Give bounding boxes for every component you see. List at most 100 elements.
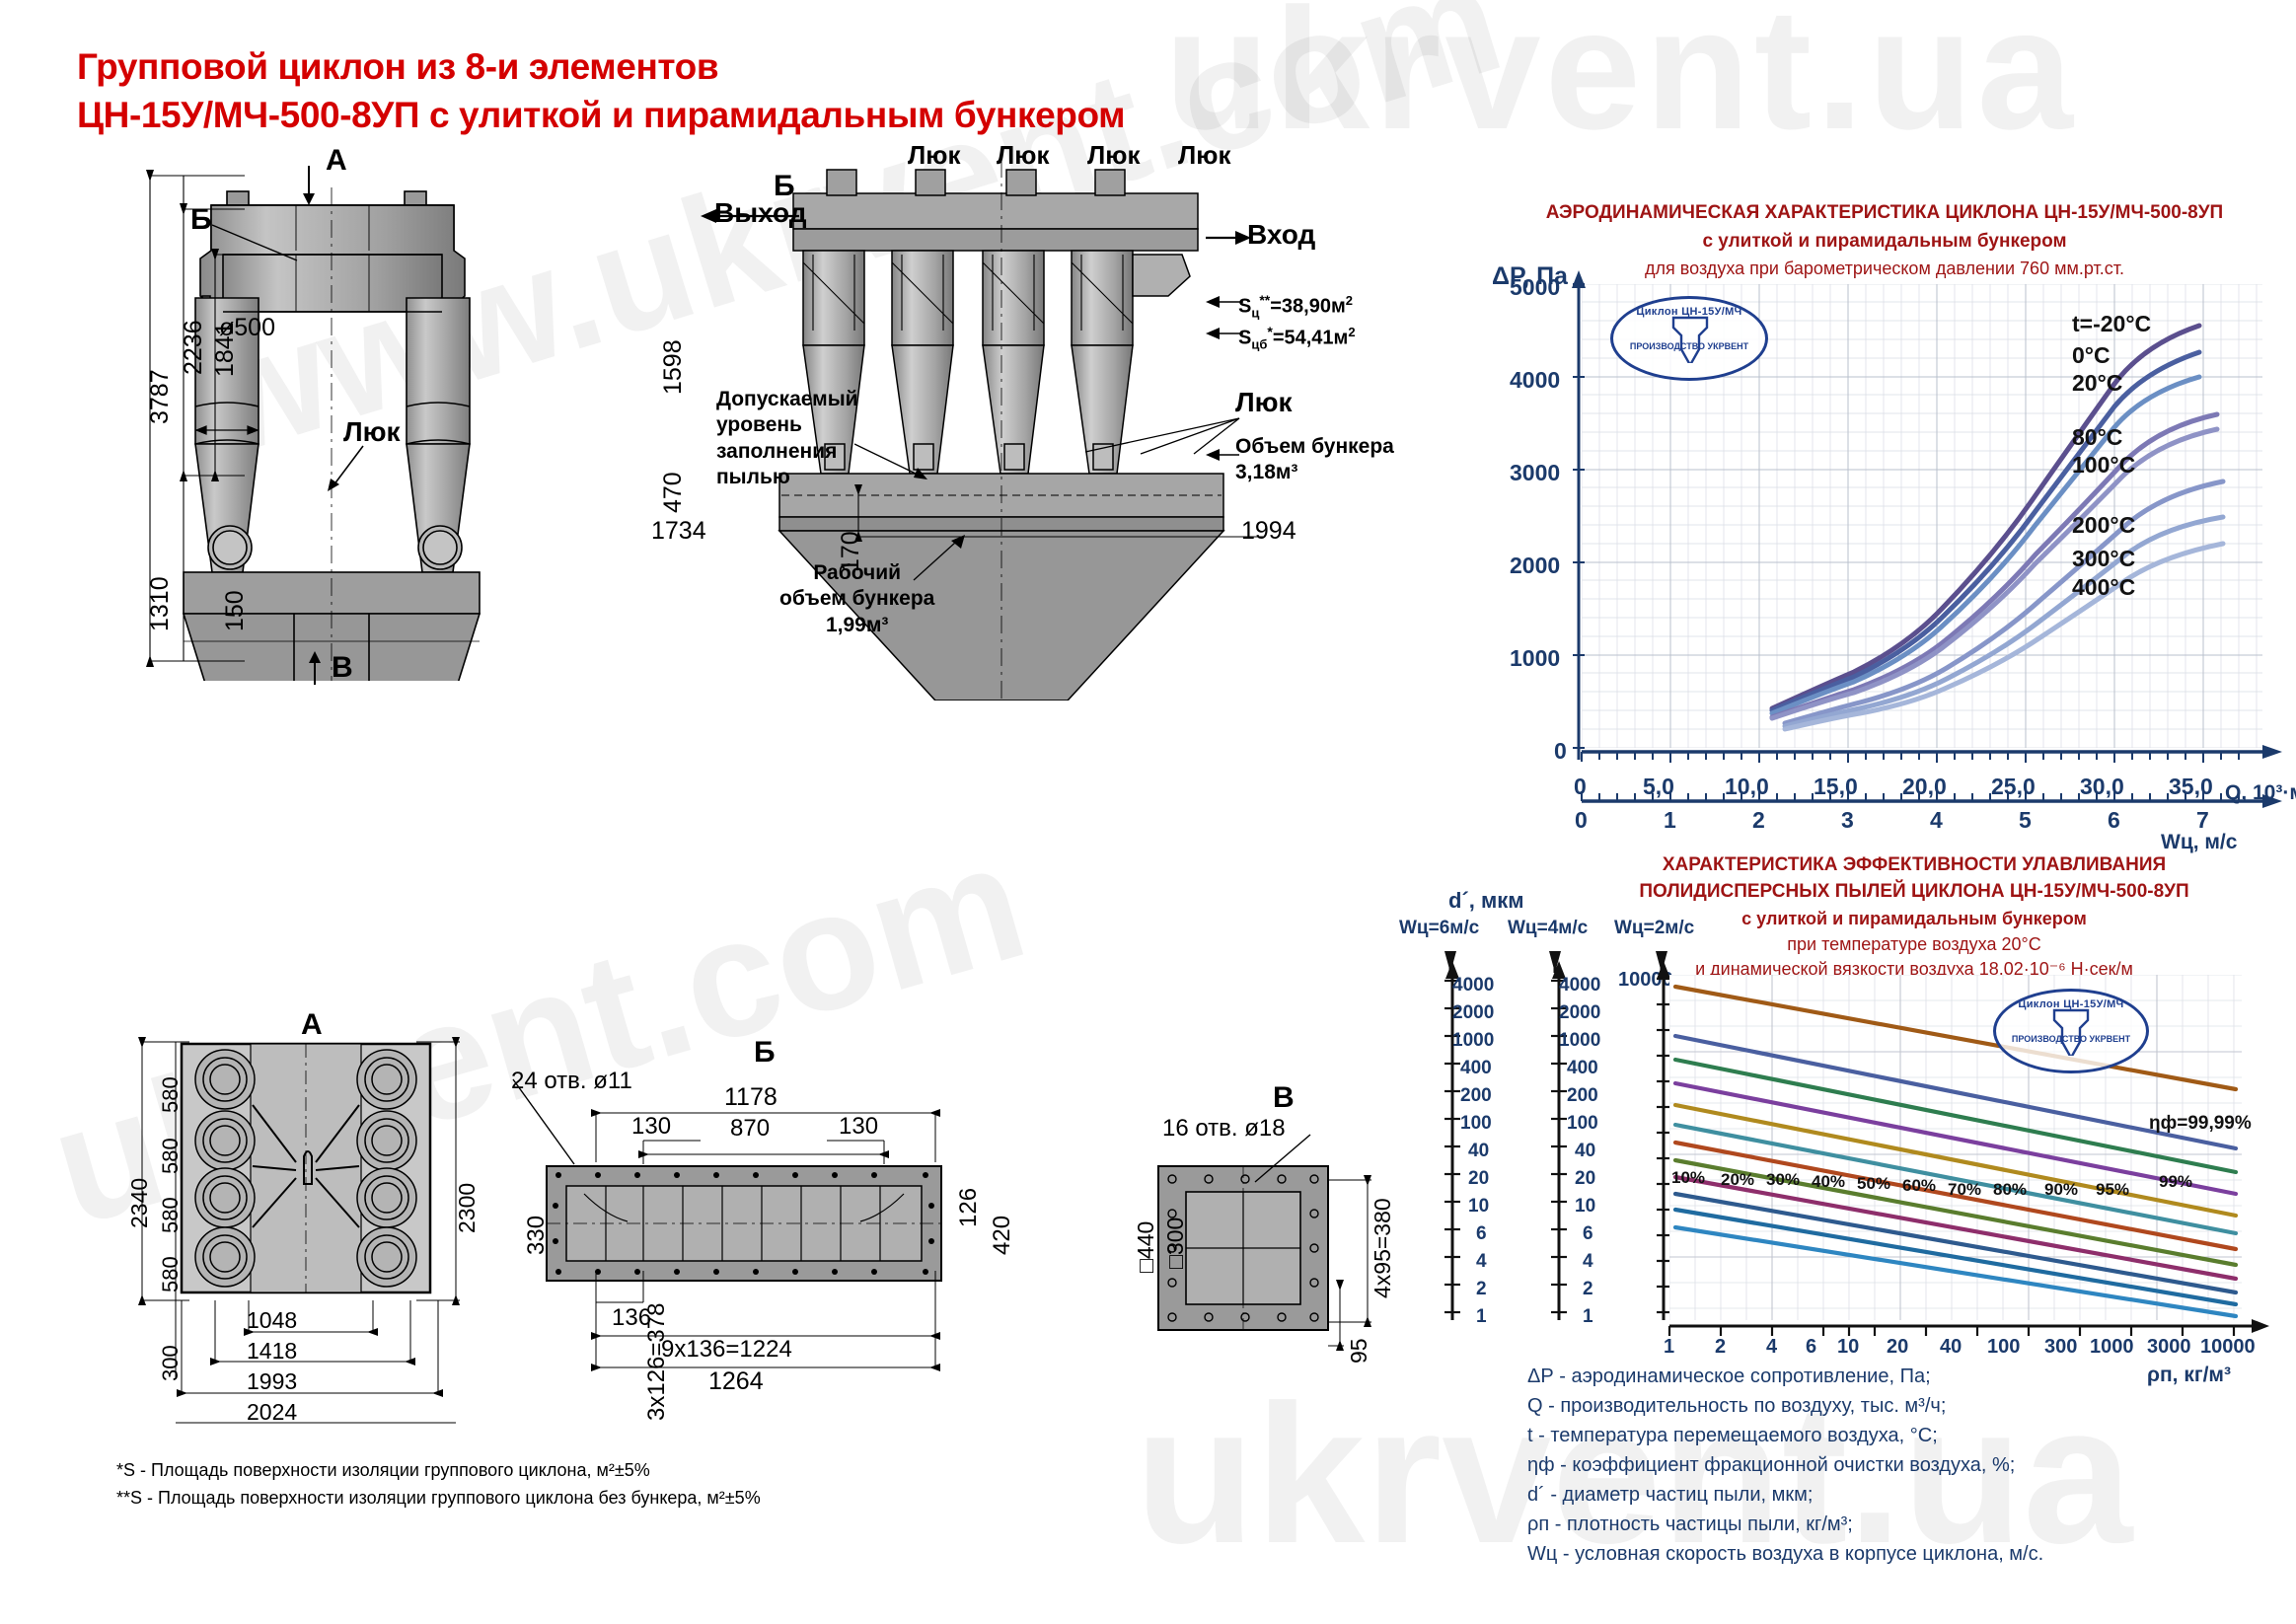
chart-top-header-3: для воздуха при барометрическом давлении…	[1645, 258, 2124, 278]
view-a-drawing	[178, 1040, 434, 1296]
outlet-label: Выход	[714, 197, 807, 228]
xtick-q-15: 15,0	[1814, 774, 1858, 799]
eff-label-40: 40%	[1812, 1172, 1846, 1191]
xtick-w-2: 2	[1752, 807, 1765, 833]
ytick-0: 0	[1554, 738, 1567, 764]
company-stamp-top: Циклон ЦН-15У/МЧ ПРОИЗВОДСТВО УКРВЕНТ	[1610, 296, 1768, 381]
stamp-bottom-text: ПРОИЗВОДСТВО УКРВЕНТ	[1629, 341, 1749, 351]
eff-label-80: 80%	[1993, 1180, 2028, 1199]
bot-y1-200: 200	[1460, 1085, 1492, 1106]
bot-y1-100: 100	[1460, 1113, 1492, 1134]
ytick-3000: 3000	[1510, 460, 1561, 485]
bot-y2-4000: 4000	[1559, 975, 1601, 996]
area-sub-2: цб	[1251, 336, 1268, 352]
curve-label-0: 0°C	[2072, 342, 2111, 368]
xtick-q-0: 0	[1574, 774, 1587, 799]
xtick-q-10: 10,0	[1725, 774, 1769, 799]
bot-y2-1: 1	[1583, 1306, 1593, 1327]
dim-1264: 1264	[708, 1367, 764, 1395]
hatch-label-4: Люк	[1178, 140, 1231, 170]
ytick-4000: 4000	[1510, 367, 1561, 393]
bot-x-4: 4	[1766, 1336, 1778, 1358]
bot-x-40: 40	[1940, 1336, 1963, 1358]
dim-d500: ø500	[219, 314, 275, 341]
eff-label-30: 30%	[1766, 1170, 1801, 1189]
bot-x-20: 20	[1887, 1336, 1909, 1358]
xtick-w-7: 7	[2196, 807, 2209, 833]
bot-x-6: 6	[1806, 1336, 1817, 1358]
eff-label-99: 99%	[2159, 1172, 2193, 1191]
view-mark-v-front: В	[332, 651, 353, 684]
bot-y2-6: 6	[1583, 1223, 1593, 1244]
dim-9x136: 9х136=1224	[661, 1336, 792, 1363]
xtick-w-0: 0	[1575, 807, 1588, 833]
bot-x-100: 100	[1987, 1336, 2021, 1358]
bot-y1-2000: 2000	[1452, 1002, 1495, 1023]
dim-1418: 1418	[247, 1338, 298, 1364]
legend-block: ΔР - аэродинамическое сопротивление, Па;…	[1527, 1366, 2277, 1566]
company-stamp-bottom: Циклон ЦН-15У/МЧ ПРОИЗВОДСТВО УКРВЕНТ	[1993, 989, 2149, 1073]
chart-bottom-xlabel: ρп, кг/м³	[2147, 1364, 2231, 1386]
legend-item-5: ρп - плотность частицы пыли, кг/м³;	[1527, 1513, 1853, 1535]
bot-y2-2000: 2000	[1559, 1002, 1601, 1023]
chart-top-header-2: с улиткой и пирамидальным бункером	[1702, 231, 2067, 252]
hatch-label-front: Люк	[343, 416, 401, 447]
chart-bottom-header-1: ХАРАКТЕРИСТИКА ЭФФЕКТИВНОСТИ УЛАВЛИВАНИЯ	[1662, 854, 2167, 875]
legend-item-2: t - температура перемещаемого воздуха, °…	[1527, 1425, 1938, 1446]
dim-440: □440	[1133, 1220, 1158, 1273]
eff-label-95: 95%	[2096, 1180, 2130, 1199]
view-b-title: Б	[754, 1036, 776, 1069]
hopper-volume-title: Объем бункера	[1235, 435, 1394, 458]
view-v-drawing	[1156, 1164, 1330, 1332]
dim-1734: 1734	[651, 517, 706, 545]
dim-130-right: 130	[839, 1113, 879, 1140]
bot-x-1000: 1000	[2090, 1336, 2134, 1358]
xtick-w-5: 5	[2019, 807, 2032, 833]
bot-x-3000: 3000	[2147, 1336, 2191, 1358]
area-insulated-no-hopper: Sц**=38,90м2	[1238, 292, 1354, 321]
hopper-volume-note: Объем бункера 3,18м³	[1235, 434, 1394, 486]
dim-1993: 1993	[247, 1368, 298, 1394]
hatch-label-section: Люк	[1235, 387, 1293, 417]
chart-top-header-1: АЭРОДИНАМИЧЕСКАЯ ХАРАКТЕРИСТИКА ЦИКЛОНА …	[1545, 202, 2224, 223]
bot-y1-2: 2	[1476, 1279, 1487, 1299]
area-val-2: =54,41м	[1272, 327, 1349, 349]
view-b-drawing	[545, 1164, 943, 1283]
inlet-label: Вход	[1247, 219, 1316, 250]
view-v-title: В	[1273, 1081, 1295, 1114]
bot-y1-400: 400	[1460, 1058, 1492, 1078]
bot-y2-20: 20	[1575, 1168, 1596, 1189]
view-b-holes: 24 отв. ø11	[511, 1068, 632, 1094]
area-sup-2: *	[1267, 324, 1273, 339]
speed-label-2: Wц=2м/с	[1614, 918, 1695, 938]
section-view-drawing	[770, 148, 1441, 701]
bot-y1-4000: 4000	[1452, 975, 1495, 996]
hatch-label-1: Люк	[908, 140, 961, 170]
area-sym-1: S	[1238, 295, 1252, 318]
chart-bottom-plot	[1669, 975, 2242, 1320]
xtick-q-20: 20,0	[1902, 774, 1947, 799]
curve-label-t-20: t=-20°C	[2072, 311, 2152, 336]
dim-470: 470	[659, 472, 687, 513]
bot-x-10000: 10000	[2200, 1336, 2256, 1358]
view-mark-a-front: А	[326, 144, 347, 177]
xtick-w-3: 3	[1841, 807, 1854, 833]
xtick-q-35: 35,0	[2169, 774, 2213, 799]
curve-label-100: 100°C	[2072, 452, 2136, 478]
legend-item-4: d´ - диаметр частиц пыли, мкм;	[1527, 1484, 1814, 1506]
area-insulated-full: Sцб*=54,41м2	[1238, 324, 1356, 352]
bot-x-300: 300	[2044, 1336, 2078, 1358]
curve-label-200: 200°C	[2072, 512, 2136, 538]
bot-y2-200: 200	[1567, 1085, 1598, 1106]
view-v-holes: 16 отв. ø18	[1162, 1115, 1286, 1142]
legend-item-3: ηф - коэффициент фракционной очистки воз…	[1527, 1454, 2016, 1476]
area-val-1: =38,90м	[1270, 295, 1346, 318]
bot-y2-400: 400	[1567, 1058, 1598, 1078]
bot-y2-40: 40	[1575, 1141, 1596, 1161]
chart-bottom-header-2: ПОЛИДИСПЕРСНЫХ ПЫЛЕЙ ЦИКЛОНА ЦН-15У/МЧ-5…	[1639, 881, 2189, 902]
chart-bottom-header-4: при температуре воздуха 20°C	[1787, 934, 2041, 954]
ytick-2000: 2000	[1510, 553, 1561, 578]
dim-2024: 2024	[247, 1399, 298, 1425]
dim-300-value: 300	[1162, 1217, 1188, 1256]
